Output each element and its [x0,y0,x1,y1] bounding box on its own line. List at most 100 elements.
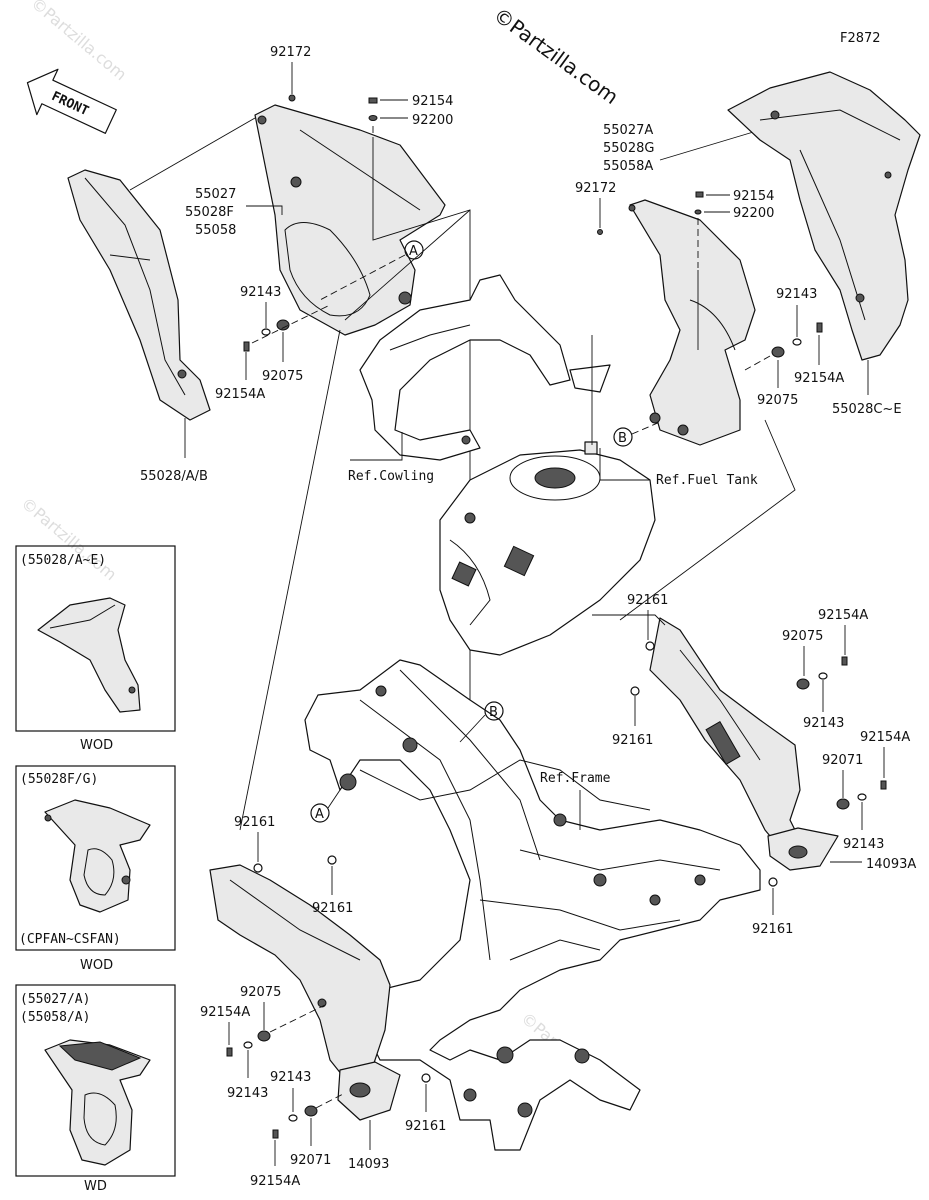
inset-1-header: (55028/A~E) [20,553,106,568]
part-92200-top: 92200 [412,113,453,128]
part-92143-l2: 92143 [227,1086,268,1101]
part-92154A-r3: 92154A [860,730,910,745]
callout-b-top [613,427,633,447]
fuel-tank-ref [439,441,656,656]
inset-3-header2: (55058/A) [20,1010,90,1025]
bolt-92154-top [368,97,408,104]
part-92200-right: 92200 [733,206,774,221]
inset-3-footer: WD [84,1179,107,1194]
ref-frame: Ref.Frame [540,771,611,786]
bolt-92154-right [695,191,730,198]
callout-a-frame [310,803,330,823]
part-92161-l3: 92161 [405,1119,446,1134]
washer-92200-right [694,209,730,215]
part-14093A: 14093A [866,857,916,872]
lower-cover-left [209,864,401,1121]
cowling-ref [359,274,611,461]
part-92154A-r2: 92154A [818,608,868,623]
part-92154-right: 92154 [733,189,774,204]
part-92161-r3: 92161 [752,922,793,937]
shroud-right-55027A [628,199,756,446]
callout-b-top-label: B [618,431,627,446]
part-92075-l2: 92075 [240,985,281,1000]
grommet-92075-right [771,346,785,388]
figure-code: F2872 [840,31,881,46]
part-92071-right: 92071 [822,753,863,768]
watermark-faint-tl: ©Partzilla.com [27,0,130,84]
grommet-92161-l1 [253,863,263,873]
part-55058A: 55058A [603,159,653,174]
grommet-92075-l2 [257,1030,271,1042]
part-92161-l1: 92161 [234,815,275,830]
washer-92143-r3 [857,793,867,801]
part-55028F: 55028F [185,205,234,220]
inset-2-sub: (CPFAN~CSFAN) [19,932,121,947]
washer-92143-r2 [818,672,828,680]
part-92161-l2: 92161 [312,901,353,916]
bolt-92154A-r2 [841,656,848,666]
bolt-92154A-right [816,322,823,365]
callout-a-frame-label: A [315,807,324,822]
part-92143-right: 92143 [776,287,817,302]
part-92143-l3: 92143 [270,1070,311,1085]
callout-a-top-label: A [409,244,418,259]
bolt-92154A-l3 [272,1129,279,1139]
grommet-92161-l3 [421,1073,431,1083]
watermark: ©Partzilla.com [489,3,623,109]
lower-cover-right [649,617,839,871]
bolt-92172-right [597,229,603,235]
side-cover-right-55028C-E [727,71,921,361]
bolt-92154A-r3 [880,780,887,790]
inset-2-part-image [44,799,151,913]
ref-cowling: Ref.Cowling [348,469,434,484]
part-92161-r1: 92161 [627,593,668,608]
part-92154A-l3: 92154A [250,1174,300,1189]
callout-b-frame [484,701,504,721]
part-92154A-l2: 92154A [200,1005,250,1020]
inset-box-1 [15,545,176,732]
part-92075-r2: 92075 [782,629,823,644]
frame-ref [304,659,761,1151]
grommet-92071-right [836,798,850,810]
part-55028-a-b: 55028/A/B [140,469,208,484]
part-92071-left: 92071 [290,1153,331,1168]
callout-b-frame-label: B [489,705,498,720]
part-55027: 55027 [195,187,236,202]
inset-box-2 [15,765,176,951]
grommet-92071-left [304,1105,318,1117]
grommet-92161-r1 [645,641,655,651]
part-92161-r2: 92161 [612,733,653,748]
washer-92143-right [792,305,802,346]
inset-3-header: (55027/A) [20,992,90,1007]
part-55028C-E: 55028C~E [832,402,902,417]
part-14093: 14093 [348,1157,389,1172]
part-92143-left: 92143 [240,285,281,300]
inset-1-footer: WOD [80,738,113,753]
inset-3-part-image [44,1039,151,1166]
grommet-92161-r2 [630,686,640,696]
inset-2-header: (55028F/G) [20,772,98,787]
part-92154-top: 92154 [412,94,453,109]
inset-2-footer: WOD [80,958,113,973]
grommet-92075-left [276,319,290,362]
part-92172-right: 92172 [575,181,616,196]
washer-92143-l2 [243,1041,253,1049]
side-cover-left-55028 [67,169,211,421]
inset-1-part-image [37,597,141,713]
part-92075-right: 92075 [757,393,798,408]
part-92143-r2: 92143 [803,716,844,731]
part-92075-left: 92075 [262,369,303,384]
shroud-left-55027 [254,104,446,336]
inset-box-3 [15,984,176,1177]
part-55058: 55058 [195,223,236,238]
part-92154A-left: 92154A [215,387,265,402]
washer-92200-top [368,115,408,121]
washer-92143-l3 [288,1114,298,1122]
grommet-92161-r3 [768,877,778,887]
washer-92143-left [261,302,271,336]
part-92172-top: 92172 [270,45,311,60]
bolt-92172-top [288,62,296,102]
ref-fuel-tank: Ref.Fuel Tank [656,473,758,488]
part-92143-r3: 92143 [843,837,884,852]
